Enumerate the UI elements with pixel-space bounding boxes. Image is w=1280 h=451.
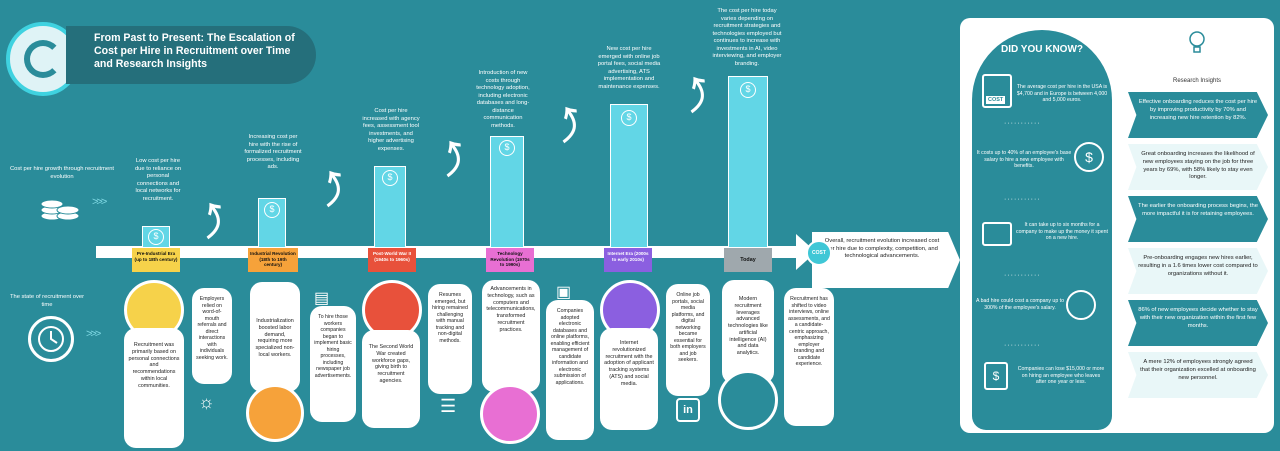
growth-arrow-3: ⤴: [431, 136, 475, 181]
state-5: Internet revolutionized recruitment with…: [600, 328, 658, 430]
cost-note-4: Introduction of new costs through techno…: [476, 70, 530, 129]
era-label-3: Post-World War II (1940s to 1960s): [368, 248, 416, 272]
state-label: The state of recruitment over time: [9, 294, 85, 308]
cost-badge: COST: [986, 96, 1006, 104]
state-2: Industrialization boosted labor demand, …: [250, 282, 300, 392]
state-1: Recruitment was primarily based on perso…: [124, 328, 184, 448]
divider: ···········: [1004, 342, 1041, 349]
state-4: Advancements in technology, such as comp…: [482, 280, 540, 392]
state-6: Modern recruitment leverages advanced te…: [722, 280, 774, 384]
money-hand-icon: $: [1074, 142, 1104, 172]
fact-5: Companies can lose $15,000 or more on hi…: [1017, 366, 1105, 385]
era-label-6: Today: [724, 248, 772, 272]
between-4: Companies adopted electronic databases a…: [546, 300, 594, 440]
chevrons-decor-2: >>>: [86, 328, 101, 340]
between-2: To hire those workers companies began to…: [310, 306, 356, 422]
chevrons-decor: >>>: [92, 196, 107, 208]
dollar-icon: $: [148, 229, 164, 245]
insight-5: 86% of new employees decide whether to s…: [1128, 300, 1268, 346]
era-label-4: Technology Revolution (1970s to 1990s): [486, 248, 534, 272]
ai-icon: [718, 370, 778, 430]
fact-1: The average cost per hire in the USA is …: [1016, 84, 1108, 103]
dollar-icon: $: [740, 82, 756, 98]
divider: ···········: [1004, 272, 1041, 279]
dyk-title: DID YOU KNOW?: [1000, 44, 1084, 55]
state-3: The Second World War created workforce g…: [362, 330, 420, 428]
fact-2: It costs up to 40% of an employee's base…: [976, 150, 1072, 169]
cost-bar-6: [728, 76, 768, 248]
newspaper-icon: ▤: [314, 290, 330, 307]
cost-bar-2: [258, 198, 286, 248]
growth-arrow-5: ⤴: [675, 72, 719, 117]
linkedin-icon: in: [676, 398, 700, 422]
checklist-icon: ☰: [440, 396, 457, 416]
overall-arrow: [812, 232, 960, 288]
cost-note-3: Cost per hire increased with agency fees…: [362, 108, 420, 152]
insight-3: The earlier the onboarding process begin…: [1128, 196, 1268, 242]
dollar-icon: $: [264, 202, 280, 218]
era-label-5: Internet Era (2000s to early 2010s): [604, 248, 652, 272]
insight-6: A mere 12% of employees strongly agreed …: [1128, 352, 1268, 398]
page-title: From Past to Present: The Escalation of …: [66, 26, 316, 84]
cost-bar-5: [610, 104, 648, 248]
dollar-icon: $: [499, 140, 515, 156]
money-loss-icon: $: [984, 362, 1008, 390]
cost-note-6: The cost per hire today varies depending…: [712, 8, 782, 67]
clock-icon: [28, 316, 74, 362]
divider: ···········: [1004, 196, 1041, 203]
research-title: Research Insights: [1172, 78, 1222, 84]
growth-arrow-1: ⤴: [191, 198, 235, 243]
between-1: Employers relied on word-of-mouth referr…: [192, 288, 232, 384]
insight-2: Great onboarding increases the likelihoo…: [1128, 144, 1268, 190]
laptop-icon: ▣: [556, 284, 572, 301]
lightbulb-icon: [480, 384, 540, 444]
search-person-icon: [1066, 290, 1096, 320]
insight-1: Effective onboarding reduces the cost pe…: [1128, 92, 1268, 138]
overall-text: Overall, recruitment evolution increased…: [824, 238, 940, 260]
dollar-icon: $: [382, 170, 398, 186]
fact-3: It can take up to six months for a compa…: [1016, 222, 1108, 241]
between-5: Online job portals, social media platfor…: [666, 284, 710, 396]
between-3: Resumes emerged, but hiring remained cha…: [428, 284, 472, 394]
coins-icon: [38, 190, 82, 224]
dollar-icon: $: [621, 110, 637, 126]
lightbulb-icon: [1186, 28, 1208, 58]
fact-4: A bad hire could cost a company up to 30…: [976, 298, 1064, 311]
growth-label: Cost per hire growth through recruitment…: [9, 166, 115, 180]
growth-arrow-2: ⤴: [311, 166, 355, 211]
chart-icon: [982, 74, 1012, 108]
between-6: Recruitment has shifted to video intervi…: [784, 288, 834, 426]
timeline-axis: [96, 246, 796, 258]
divider: ···········: [1004, 120, 1041, 127]
cost-note-2: Increasing cost per hire with the rise o…: [244, 134, 302, 171]
cost-runner-icon: COST: [806, 240, 832, 266]
growth-arrow-4: ⤴: [547, 102, 591, 147]
cash-stack-icon: [982, 222, 1012, 246]
speech-icon: ☼: [198, 392, 215, 412]
cost-note-5: New cost per hire emerged with online jo…: [597, 46, 661, 90]
gears-icon: [246, 384, 304, 442]
cost-note-1: Low cost per hire due to reliance on per…: [134, 158, 182, 202]
era-label-2: Industrial Revolution (18th to 19th cent…: [248, 248, 298, 272]
insight-4: Pre-onboarding engages new hires earlier…: [1128, 248, 1268, 294]
era-label-1: Pre-Industrial Era (up to 18th century): [132, 248, 180, 272]
